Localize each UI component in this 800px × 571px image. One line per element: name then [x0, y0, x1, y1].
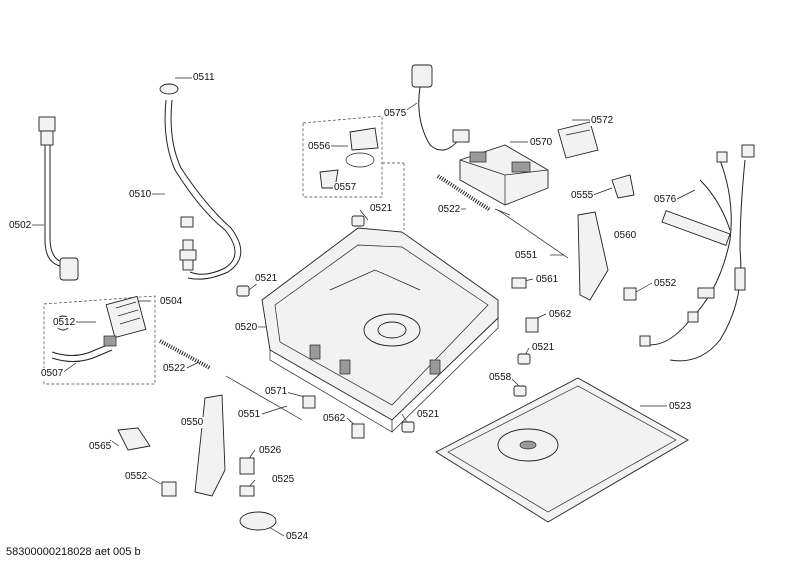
label-0576: 0576	[653, 194, 678, 205]
part-0525	[239, 485, 255, 497]
label-0575: 0575	[383, 108, 408, 119]
label-0560: 0560	[613, 230, 638, 241]
label-0522-right: 0522	[437, 204, 462, 215]
bracket-0550	[194, 394, 226, 497]
label-0524: 0524	[285, 531, 310, 542]
disc-0524	[239, 511, 277, 531]
document-id: 58300000218028 aet 005 b	[6, 546, 141, 558]
part-0562b	[351, 423, 365, 439]
label-0552-left: 0552	[124, 471, 149, 482]
label-0510: 0510	[128, 189, 153, 200]
label-0521-bottom: 0521	[416, 409, 441, 420]
label-0511: 0511	[192, 72, 216, 83]
wiring-harness-0576	[639, 144, 755, 362]
label-0556: 0556	[307, 141, 332, 152]
base-plate-0523	[435, 377, 689, 523]
label-0525: 0525	[271, 474, 296, 485]
label-0507: 0507	[40, 368, 65, 379]
rod-0551a	[497, 209, 569, 259]
part-0565	[117, 427, 151, 451]
label-0550: 0550	[180, 417, 205, 428]
label-0520: 0520	[234, 322, 259, 333]
label-0502: 0502	[8, 220, 33, 231]
label-0565: 0565	[88, 441, 113, 452]
base-tub-0520	[261, 227, 499, 433]
heater-rod-0522b	[436, 174, 492, 212]
part-0571	[302, 395, 316, 409]
heater-rod-0522a	[159, 339, 211, 370]
label-0512: 0512	[52, 317, 77, 328]
valve-0504	[51, 295, 147, 362]
label-0572: 0572	[590, 115, 615, 126]
label-0558: 0558	[488, 372, 513, 383]
label-0562-right: 0562	[548, 309, 573, 320]
label-0521-top: 0521	[369, 203, 394, 214]
label-0521-left: 0521	[254, 273, 279, 284]
label-0504: 0504	[159, 296, 184, 307]
label-0561: 0561	[535, 274, 560, 285]
group-box-0504	[43, 295, 156, 385]
label-0523: 0523	[668, 401, 693, 412]
dosing-parts-0556	[319, 127, 379, 189]
part-0555	[611, 174, 635, 199]
control-module-0570	[459, 144, 549, 206]
power-cable-0575	[411, 64, 470, 151]
label-0571: 0571	[264, 386, 289, 397]
label-0551-right: 0551	[514, 250, 539, 261]
bracket-0572	[557, 121, 599, 159]
label-0526: 0526	[258, 445, 283, 456]
inlet-hose-0502	[38, 116, 79, 281]
group-box-0556	[302, 115, 383, 198]
label-0551-left: 0551	[237, 409, 262, 420]
part-0561	[511, 277, 527, 289]
label-0562-left: 0562	[322, 413, 347, 424]
label-0570: 0570	[529, 137, 554, 148]
drain-hose-0510	[159, 83, 242, 280]
bracket-0560	[577, 211, 609, 301]
feet-0521	[236, 215, 531, 433]
rod-0551b	[225, 375, 303, 421]
part-0562a	[525, 317, 539, 333]
label-0555: 0555	[570, 190, 595, 201]
label-0557: 0557	[333, 182, 358, 193]
part-0552a	[623, 287, 637, 301]
part-0526	[239, 457, 255, 475]
label-0521-mid: 0521	[531, 342, 556, 353]
label-0552-right: 0552	[653, 278, 678, 289]
label-0522-left: 0522	[162, 363, 187, 374]
part-0552b	[161, 481, 177, 497]
